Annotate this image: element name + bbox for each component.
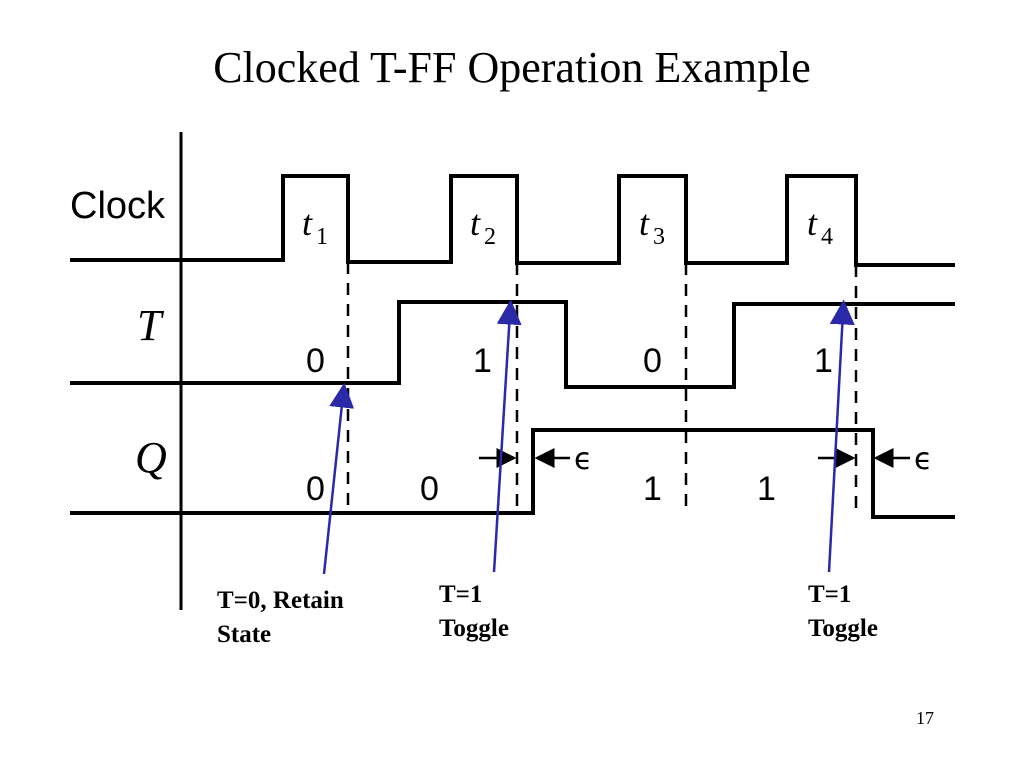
annotation-toggle-2-line2: Toggle xyxy=(808,615,878,642)
tick-label-t3: t 3 xyxy=(639,203,665,250)
t-signal-label: T xyxy=(137,301,165,350)
svg-text:t: t xyxy=(807,203,818,243)
t-value-4: 1 xyxy=(814,342,833,380)
annotation-toggle-1-line1: T=1 xyxy=(439,581,483,608)
svg-text:t: t xyxy=(639,203,650,243)
q-value-2: 0 xyxy=(420,470,439,508)
svg-text:t: t xyxy=(302,203,313,243)
svg-text:t: t xyxy=(470,203,481,243)
q-waveform xyxy=(70,428,955,519)
clock-waveform xyxy=(70,174,955,267)
tick-label-t2: t 2 xyxy=(470,203,496,250)
annotation-toggle-2: T=1 Toggle xyxy=(808,578,878,646)
epsilon-symbol: ϵ xyxy=(574,442,592,477)
annotation-retain-line1: T=0, Retain xyxy=(217,587,344,614)
t-value-2: 1 xyxy=(473,342,492,380)
annotation-toggle-1-line2: Toggle xyxy=(439,615,509,642)
propagation-delay-marker-1: ϵ xyxy=(479,442,592,477)
t-value-1: 0 xyxy=(306,342,325,380)
page-number: 17 xyxy=(916,708,934,728)
tick-label-t1: t 1 xyxy=(302,203,328,250)
svg-text:2: 2 xyxy=(484,224,496,250)
tick-label-t4: t 4 xyxy=(807,203,833,250)
q-value-1: 0 xyxy=(306,470,325,508)
annotation-retain-line2: State xyxy=(217,621,272,648)
annotation-toggle-1: T=1 Toggle xyxy=(439,578,509,646)
svg-text:3: 3 xyxy=(653,224,665,250)
retain-arrow xyxy=(322,382,355,575)
slide-title: Clocked T-FF Operation Example xyxy=(213,43,811,92)
toggle-arrow-1 xyxy=(492,299,522,573)
t-waveform xyxy=(70,300,955,389)
t-value-3: 0 xyxy=(643,342,662,380)
annotation-toggle-2-line1: T=1 xyxy=(808,581,852,608)
q-value-4: 1 xyxy=(757,470,776,508)
epsilon-symbol: ϵ xyxy=(914,442,932,477)
q-signal-label: Q xyxy=(135,433,167,482)
q-value-3: 1 xyxy=(643,470,662,508)
svg-text:1: 1 xyxy=(316,224,328,250)
clock-label: Clock xyxy=(70,185,166,227)
toggle-arrow-2 xyxy=(827,299,855,573)
svg-text:4: 4 xyxy=(821,224,833,250)
annotation-retain: T=0, Retain State xyxy=(217,584,344,652)
